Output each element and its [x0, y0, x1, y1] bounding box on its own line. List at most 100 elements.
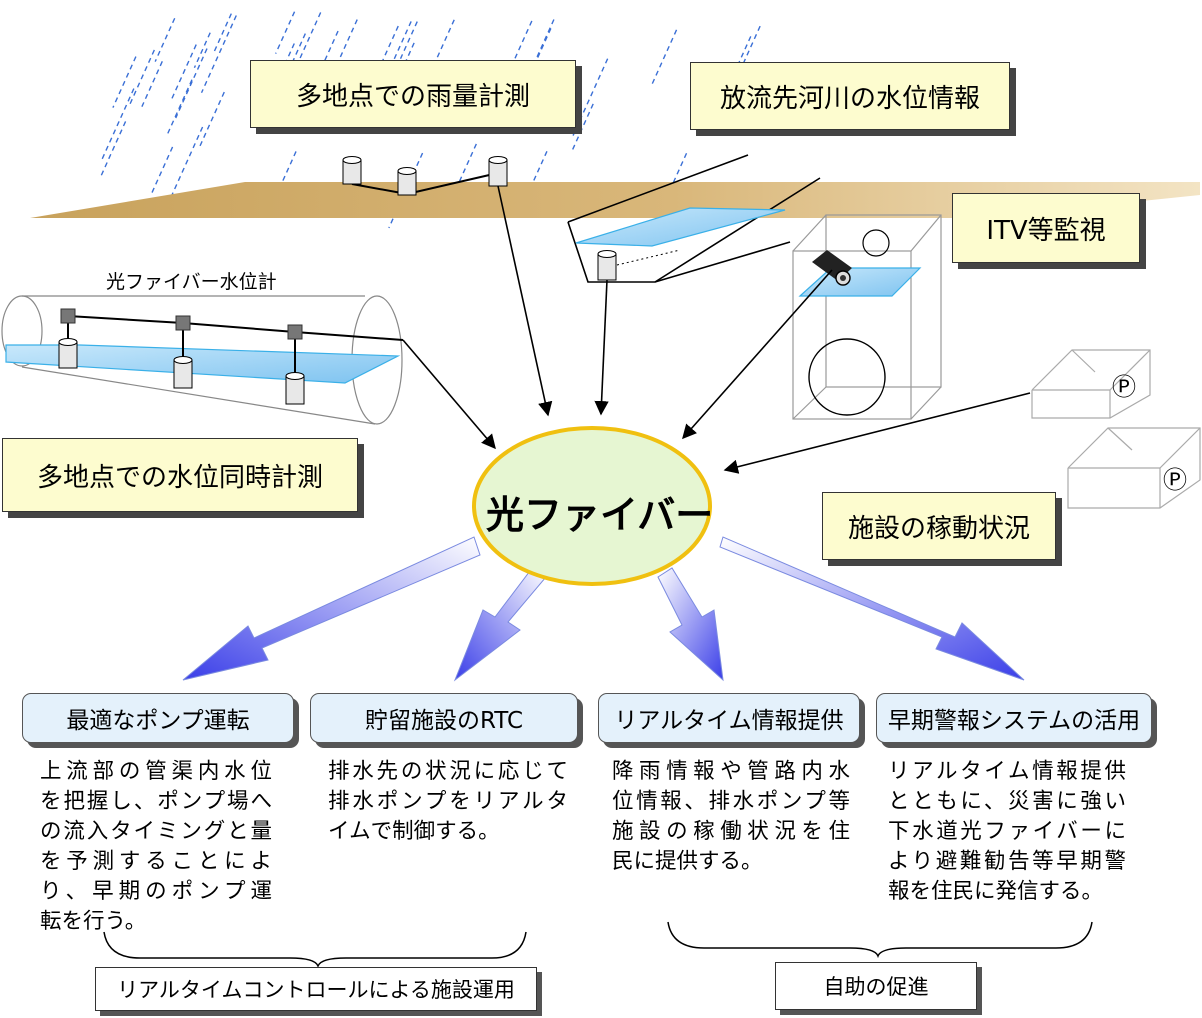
river-channel [567, 154, 821, 283]
pipe-label: 光ファイバー水位計 [106, 271, 277, 293]
rain-streak [363, 25, 399, 102]
facility-status-label: 施設の稼動状況 [847, 513, 1030, 544]
pump-station-1 [1031, 349, 1151, 419]
water-level-label: 多地点での水位同時計測 [36, 462, 323, 493]
arrow-from-pumps [723, 392, 1031, 474]
fiber-node-2 [173, 315, 193, 389]
ground-band [30, 182, 1200, 218]
use-desc-line: リアルタイム情報提供 [888, 759, 1126, 784]
arrow-from-pipe [402, 339, 496, 450]
use-desc-line: とともに、災害に強い [888, 789, 1126, 814]
parking-icon-1: Ⓟ [1112, 373, 1136, 401]
use-desc-line: 位情報、排水ポンプ等 [612, 789, 850, 814]
rain-streak [734, 25, 761, 82]
use-title-info: リアルタイム情報提供 [598, 693, 860, 743]
rain-measurement-label: 多地点での雨量計測 [295, 81, 530, 112]
rain-streak [650, 29, 678, 88]
rain-streak [322, 19, 358, 95]
center-hub [472, 426, 712, 586]
rain-streak [420, 19, 455, 95]
outflow-arrow-pump [182, 536, 481, 681]
rain-streak [100, 121, 127, 178]
rain-streak [198, 91, 225, 150]
brace-left [103, 931, 527, 969]
use-title-warning: 早期警報システムの活用 [876, 693, 1152, 743]
rain-gauge-2 [397, 167, 417, 196]
arrow-from-rain [497, 185, 553, 417]
rain-streak [399, 21, 418, 59]
brace-right [667, 921, 1093, 959]
use-title-rtc-text: 貯留施設のRTC [364, 708, 524, 734]
use-desc-line: 転を行う。 [40, 909, 147, 934]
building-pipe-opening [808, 338, 886, 416]
use-title-pump-text: 最適なポンプ運転 [66, 708, 250, 734]
rain-streak [141, 61, 163, 108]
river-level-box: 放流先河川の水位情報 [690, 62, 1010, 130]
use-desc-info: 降雨情報や管路内水 位情報、排水ポンプ等 施設の稼働状況を住 民に提供する。 [612, 757, 850, 877]
use-desc-line: の流入タイミングと量 [40, 819, 272, 844]
building-window [862, 229, 890, 257]
rain-streak [128, 49, 155, 108]
outflow-arrow-info [657, 567, 724, 682]
use-desc-line: 報を住民に発信する。 [888, 879, 1104, 904]
arrow-from-river [594, 279, 609, 416]
rain-streak [112, 56, 137, 108]
use-desc-line: り、早期のポンプ運 [40, 879, 272, 904]
use-desc-line: より避難勧告等早期警 [888, 849, 1126, 874]
parking-icon-2: Ⓟ [1163, 466, 1187, 494]
pump-station-2 [1067, 427, 1201, 509]
rain-streak [193, 32, 211, 69]
rain-gauge-3 [488, 156, 508, 187]
facility-building [792, 214, 942, 420]
rain-measurement-box: 多地点での雨量計測 [250, 60, 576, 128]
use-desc-line: 排水先の状況に応じて [328, 759, 568, 784]
use-desc-pump: 上流部の管渠内水位 を把握し、ポンプ場へ の流入タイミングと量 を予測することに… [40, 757, 272, 937]
group-label-rtc: リアルタイムコントロールによる施設運用 [95, 967, 537, 1011]
rain-streak [151, 146, 174, 193]
rain-streak [200, 15, 237, 94]
river-water [575, 207, 786, 247]
facility-status-box: 施設の稼動状況 [822, 492, 1056, 560]
rain-gauge-1 [342, 156, 362, 185]
group-label-selfhelp-text: 自助の促進 [823, 975, 929, 999]
use-title-warning-text: 早期警報システムの活用 [887, 708, 1141, 734]
river-level-label: 放流先河川の水位情報 [719, 83, 980, 114]
use-desc-line: 排水ポンプをリアルタ [328, 789, 568, 814]
use-title-pump: 最適なポンプ運転 [22, 693, 294, 743]
fiber-pipe [1, 295, 403, 425]
outflow-arrow-rtc [453, 566, 547, 682]
use-desc-line: イムで制御する。 [328, 819, 500, 844]
fiber-node-1 [58, 308, 78, 369]
use-desc-line: 上流部の管渠内水位 [40, 759, 272, 784]
rain-streak [168, 126, 204, 203]
use-title-info-text: リアルタイム情報提供 [614, 708, 844, 734]
rain-streak [279, 151, 297, 188]
rain-streak [175, 48, 208, 119]
water-level-box: 多地点での水位同時計測 [2, 438, 358, 512]
use-desc-line: 降雨情報や管路内水 [612, 759, 850, 784]
river-gauge [597, 250, 617, 281]
river-sensor-link [616, 249, 681, 266]
use-desc-rtc: 排水先の状況に応じて 排水ポンプをリアルタ イムで制御する。 [328, 757, 568, 847]
rain-streak [388, 152, 424, 229]
use-desc-line: 施設の稼働状況を住 [612, 819, 850, 844]
inflow-arrows [402, 185, 1031, 474]
group-label-rtc-text: リアルタイムコントロールによる施設運用 [117, 978, 515, 1002]
rain-streak [275, 11, 296, 54]
rain-streak [527, 19, 555, 78]
use-desc-warning: リアルタイム情報提供 とともに、災害に強い 下水道光ファイバーに より避難勧告等… [888, 757, 1126, 907]
use-desc-line: を予測することによ [40, 849, 272, 874]
rain-streak [572, 58, 609, 136]
rain-streak [170, 44, 197, 100]
rain-streak [154, 17, 176, 62]
use-desc-line: 民に提供する。 [612, 849, 763, 874]
rain-streak [449, 143, 477, 203]
itv-monitor-label: ITV等監視 [986, 215, 1106, 246]
itv-monitor-box: ITV等監視 [952, 193, 1140, 263]
fiber-node-3 [285, 324, 305, 405]
center-label: 光ファイバー [486, 495, 714, 537]
use-title-rtc: 貯留施設のRTC [310, 693, 578, 743]
group-label-selfhelp: 自助の促進 [775, 962, 977, 1010]
rain-streak [167, 79, 193, 134]
